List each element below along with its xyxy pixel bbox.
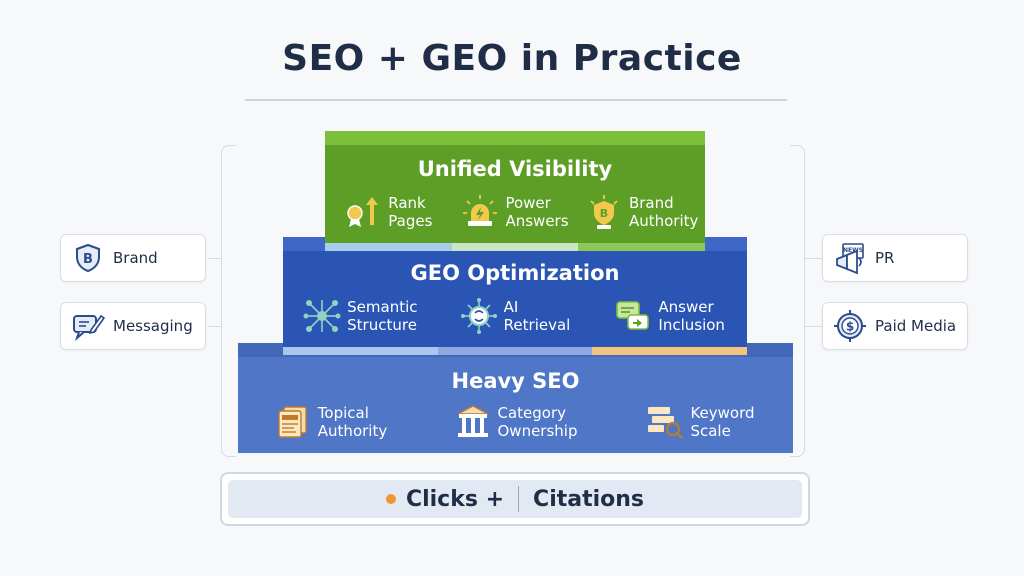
svg-text:B: B [83,252,93,267]
connector-line [208,258,222,259]
tier-heading: GEO Optimization [410,261,620,285]
side-card-label: PR [875,249,895,267]
network-icon [303,297,341,335]
item-line2: Pages [388,212,433,230]
item-line1: Topical [317,404,369,422]
svg-text:$: $ [846,320,854,334]
item-line2: Authority [317,422,388,440]
tier-heading: Unified Visibility [417,157,613,181]
outcome-bar: Clicks + Citations [220,472,810,526]
item-line2: Structure [347,316,417,334]
side-card-pr: NEWS PR [822,234,968,282]
tier-accent-strip [283,347,748,355]
item-line1: Keyword [690,404,755,422]
medal-arrow-icon [344,193,382,231]
tier-top-face [325,131,705,145]
item-line2: Retrieval [503,316,571,334]
right-bracket [790,145,805,457]
item-line1: Rank [388,194,426,212]
accent-dot [385,494,396,504]
item-line1: Semantic [347,298,418,316]
tier-accent-strip [325,243,706,251]
item-line1: Brand [628,194,674,212]
item-line1: Power [505,194,551,212]
left-bracket [221,145,236,457]
outcome-citations: Citations [533,486,645,512]
svg-text:B: B [600,207,608,220]
item-line2: Ownership [497,422,578,440]
item-line1: Category [497,404,567,422]
megaphone-news-icon: NEWS [833,241,867,275]
item-line2: Answers [505,212,569,230]
title-divider [245,99,787,101]
side-card-messaging: Messaging [60,302,206,350]
side-card-label: Paid Media [875,317,957,335]
side-card-label: Messaging [113,317,193,335]
tier-heading: Heavy SEO [451,369,580,393]
item-line2: Authority [628,212,699,230]
connector-line [804,258,822,259]
outcome-bar-inner: Clicks + Citations [228,480,802,518]
documents-icon [274,403,312,441]
outcome-clicks: Clicks + [405,486,505,512]
dollar-target-icon: $ [833,309,867,343]
shield-b-icon: B [71,241,105,275]
badge-icon: B [585,193,623,231]
item-line1: Answer [658,298,714,316]
page-title: SEO + GEO in Practice [282,38,742,79]
side-card-brand: B Brand [60,234,206,282]
side-card-paid-media: $ Paid Media [822,302,968,350]
chat-pen-icon [71,309,105,343]
pillar-icon [454,403,492,441]
item-line1: AI [503,298,519,316]
item-line2: Inclusion [658,316,725,334]
svg-text:NEWS: NEWS [843,247,863,254]
item-line2: Scale [690,422,731,440]
brain-icon [460,297,498,335]
connector-line [804,326,822,327]
keyword-search-icon [646,403,684,441]
lightning-bulb-icon [461,193,499,231]
connector-line [208,326,222,327]
side-card-label: Brand [113,249,158,267]
chat-icon [614,297,652,335]
outcome-divider [518,486,520,512]
